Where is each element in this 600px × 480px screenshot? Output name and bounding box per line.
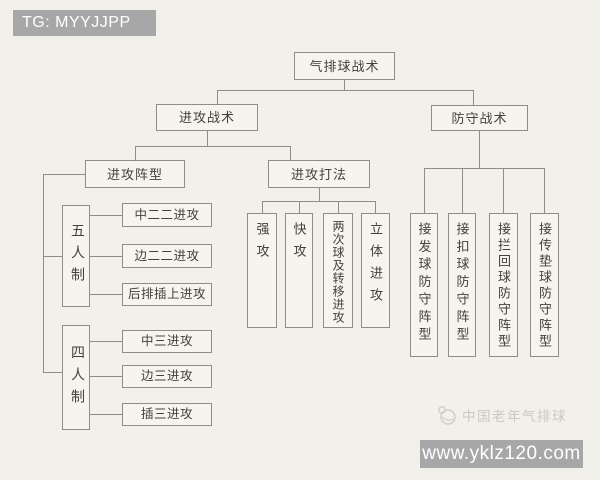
connector-line: [207, 131, 208, 146]
url-banner: www.yklz120.com: [420, 440, 583, 468]
connector-line: [90, 256, 122, 257]
connector-line: [424, 168, 425, 213]
connector-line: [503, 168, 504, 213]
node-defense-serve-receive: 接发球防守阵型: [410, 213, 438, 357]
node-offense: 进攻战术: [156, 104, 258, 131]
connector-line: [43, 256, 62, 257]
brand-watermark: 中国老年气排球: [436, 403, 567, 427]
node-four-item: 边三进攻: [122, 365, 212, 388]
node-four-item: 中三进攻: [122, 330, 212, 353]
connector-line: [479, 131, 480, 168]
connector-line: [217, 90, 218, 104]
connector-line: [90, 376, 122, 377]
node-four-person: 四人制: [62, 325, 90, 430]
node-offense-formation: 进攻阵型: [85, 160, 185, 188]
connector-line: [299, 201, 300, 213]
connector-line: [43, 174, 44, 372]
connector-line: [290, 146, 291, 160]
node-root: 气排球战术: [294, 52, 395, 80]
brand-name: 中国老年气排球: [462, 409, 567, 424]
connector-line: [319, 188, 320, 201]
connector-line: [135, 146, 136, 160]
connector-line: [262, 201, 376, 202]
connector-line: [90, 294, 122, 295]
node-five-item: 后排插上进攻: [122, 283, 212, 306]
connector-line: [473, 90, 474, 105]
node-defense-pass-dig-receive: 接传垫球防守阵型: [530, 213, 559, 357]
connector-line: [90, 414, 122, 415]
node-method-quick-attack: 快攻: [285, 213, 313, 328]
node-defense-spike-receive: 接扣球防守阵型: [448, 213, 476, 357]
connector-line: [90, 215, 122, 216]
connector-line: [135, 146, 291, 147]
connector-line: [90, 341, 122, 342]
node-four-item: 插三进攻: [122, 403, 212, 426]
node-defense: 防守战术: [431, 105, 528, 131]
connector-line: [375, 201, 376, 213]
node-method-second-ball-transfer-attack: 两次球及转移进攻: [323, 213, 353, 328]
connector-line: [262, 201, 263, 213]
node-offense-methods: 进攻打法: [268, 160, 370, 188]
connector-line: [338, 201, 339, 213]
node-defense-block-return-receive: 接拦回球防守阵型: [489, 213, 518, 357]
tg-banner: TG: MYYJJPP: [13, 10, 156, 36]
connector-line: [424, 168, 545, 169]
brand-logo-icon: [436, 404, 458, 426]
connector-line: [344, 80, 345, 90]
connector-line: [217, 90, 474, 91]
node-five-item: 中二二进攻: [122, 203, 212, 227]
connector-line: [544, 168, 545, 213]
node-method-three-dimensional-attack: 立体进攻: [361, 213, 390, 328]
node-five-person: 五人制: [62, 205, 90, 307]
connector-line: [462, 168, 463, 213]
node-method-strong-attack: 强攻: [247, 213, 277, 328]
node-five-item: 边二二进攻: [122, 244, 212, 268]
connector-line: [43, 174, 85, 175]
connector-line: [43, 372, 62, 373]
